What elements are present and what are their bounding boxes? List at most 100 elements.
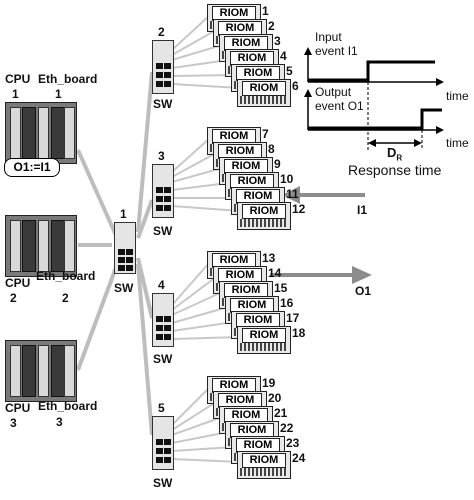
riom-label: RIOM — [242, 204, 286, 219]
controller-rack-1 — [5, 102, 77, 164]
riom-label: RIOM — [224, 36, 268, 51]
riom-terminal-strip — [240, 219, 286, 227]
switch-label-2: SW — [153, 97, 173, 111]
riom-number: 6 — [292, 79, 299, 93]
riom-number: 18 — [292, 326, 306, 340]
riom-module: RIOM — [237, 79, 291, 107]
output-signal-label: O1 — [355, 284, 372, 298]
fan-sw4 — [171, 261, 241, 340]
riom-number: 9 — [274, 157, 281, 171]
central-switch — [114, 222, 136, 274]
riom-module: RIOM — [237, 202, 291, 230]
riom-terminal-strip — [240, 343, 286, 351]
riom-label: RIOM — [242, 81, 286, 96]
response-time-caption: Response time — [348, 162, 442, 178]
fan-sw5 — [171, 386, 241, 463]
eth-board-label-1: Eth_board — [38, 72, 98, 86]
switch-label-4: SW — [153, 352, 173, 366]
riom-number: 17 — [286, 311, 300, 325]
eth-board-number-3: 3 — [56, 415, 63, 429]
riom-label: RIOM — [224, 159, 268, 174]
controller-rack-3 — [5, 340, 77, 402]
assignment-text: O1:=I1 — [13, 160, 51, 174]
link-sw5 — [136, 263, 154, 436]
riom-label: RIOM — [242, 328, 286, 343]
eth-board-number-1: 1 — [55, 87, 62, 101]
riom-number: 1 — [262, 4, 269, 18]
cpu-number-2: 2 — [10, 291, 17, 305]
riom-label: RIOM — [230, 51, 274, 66]
riom-number: 12 — [292, 202, 306, 216]
riom-number: 16 — [280, 296, 294, 310]
switch-5 — [152, 416, 174, 470]
timing-diagram — [304, 47, 444, 150]
riom-number: 15 — [274, 281, 288, 295]
output-step-signal — [308, 108, 442, 130]
cpu-label-2: CPU — [5, 276, 31, 290]
switch-number-4: 4 — [158, 278, 165, 292]
switch-4 — [152, 293, 174, 347]
riom-number: 4 — [280, 49, 287, 63]
switch-number-5: 5 — [158, 401, 165, 415]
riom-label: RIOM — [218, 268, 262, 283]
fan-sw2 — [171, 14, 241, 89]
output-arrow-head — [352, 266, 372, 284]
delay-symbol: DR — [387, 146, 402, 163]
time-axis-label-1: time — [446, 89, 469, 103]
input-arrow-head — [282, 186, 300, 204]
cpu-label-1: CPU — [5, 72, 31, 86]
output-event-label: Output event O1 — [315, 85, 364, 113]
riom-number: 19 — [262, 376, 276, 390]
riom-number: 11 — [286, 187, 299, 201]
link-cpu3 — [76, 261, 120, 371]
assignment-callout: O1:=I1 — [4, 158, 60, 177]
riom-number: 5 — [286, 64, 293, 78]
controller-rack-2 — [5, 215, 77, 277]
switch-label-3: SW — [153, 224, 173, 238]
riom-label: RIOM — [224, 408, 268, 423]
eth-board-label-2: Eth_board — [36, 269, 96, 283]
eth-board-label-3: Eth_board — [38, 399, 98, 413]
cpu-label-3: CPU — [5, 401, 31, 415]
riom-number: 20 — [268, 391, 282, 405]
riom-label: RIOM — [218, 144, 262, 159]
riom-terminal-strip — [240, 96, 286, 104]
cpu-number-1: 1 — [12, 87, 19, 101]
cpu-number-3: 3 — [10, 416, 17, 430]
riom-label: RIOM — [236, 313, 280, 328]
riom-module: RIOM — [237, 451, 291, 479]
riom-number: 8 — [268, 142, 275, 156]
input-event-label: Input event I1 — [315, 30, 358, 58]
eth-board-number-2: 2 — [62, 291, 69, 305]
switch-3 — [152, 164, 174, 218]
riom-label: RIOM — [242, 453, 286, 468]
switch-number-2: 2 — [158, 25, 165, 39]
riom-number: 22 — [280, 421, 294, 435]
riom-number: 2 — [268, 19, 275, 33]
riom-label: RIOM — [230, 423, 274, 438]
central-switch-number: 1 — [120, 207, 127, 221]
riom-label: RIOM — [218, 21, 262, 36]
input-step-signal — [308, 60, 435, 82]
riom-number: 23 — [286, 436, 300, 450]
riom-number: 7 — [262, 127, 269, 141]
link-sw2 — [136, 71, 154, 233]
central-switch-label: SW — [114, 281, 134, 295]
delay-subscript: R — [396, 153, 403, 163]
riom-module: RIOM — [237, 326, 291, 354]
riom-number: 14 — [268, 266, 282, 280]
delay-letter: D — [387, 145, 397, 160]
input-signal-label: I1 — [357, 203, 368, 217]
riom-number: 10 — [280, 172, 294, 186]
switch-number-3: 3 — [158, 149, 165, 163]
link-sw3 — [136, 199, 154, 239]
link-cpu1 — [76, 149, 120, 241]
switch-2 — [152, 40, 174, 94]
riom-terminal-strip — [240, 468, 286, 476]
riom-number: 21 — [274, 406, 288, 420]
riom-label: RIOM — [212, 129, 256, 144]
switch-label-5: SW — [153, 476, 173, 490]
time-axis-label-2: time — [446, 136, 469, 150]
